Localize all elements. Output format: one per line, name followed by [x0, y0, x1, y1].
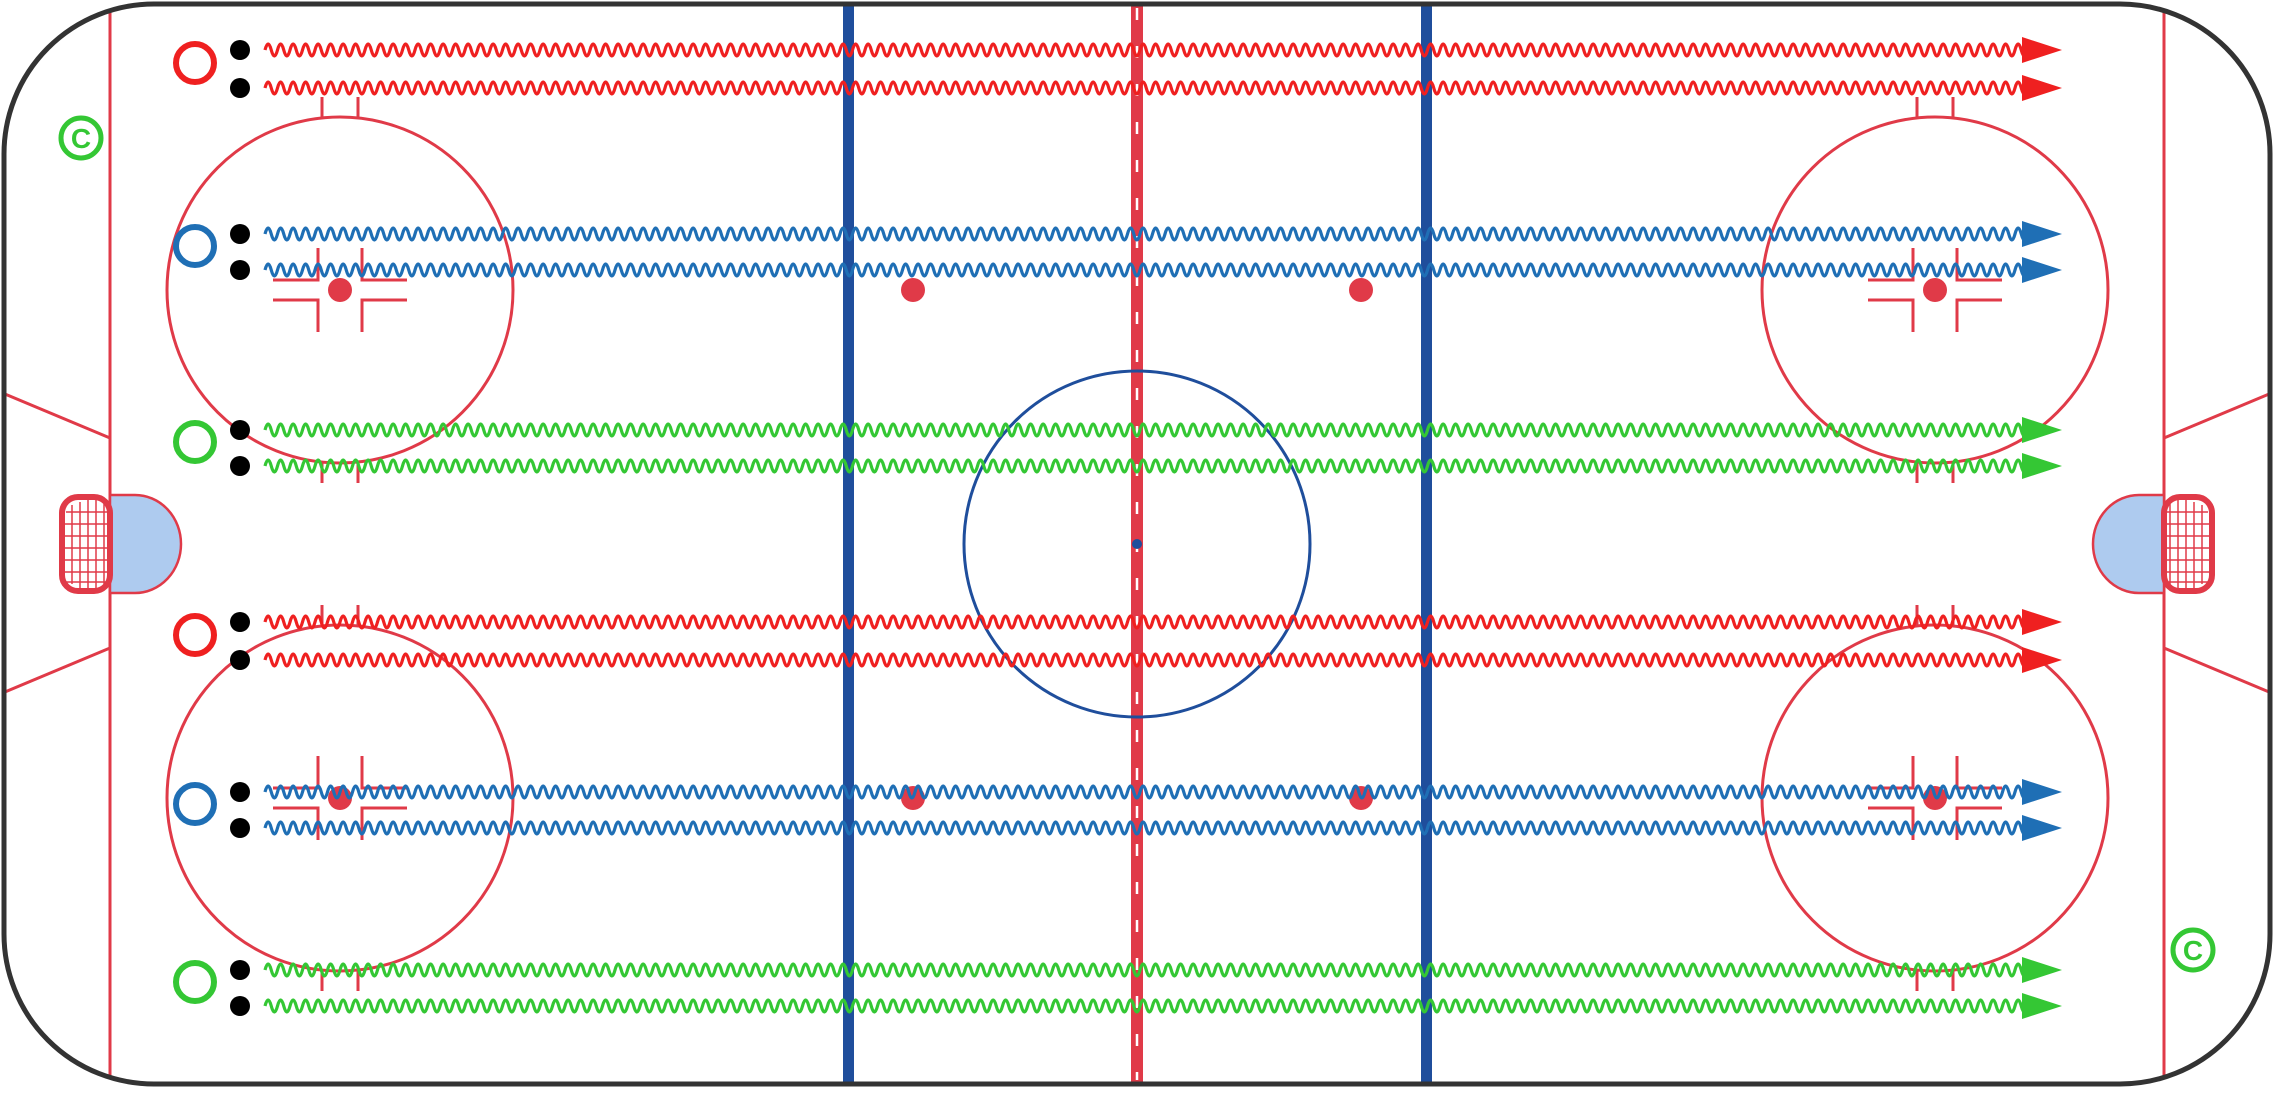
- arrow-head-icon: [2022, 221, 2062, 247]
- player-dot: [230, 78, 250, 98]
- lane-start-marker: [173, 420, 217, 464]
- coach-icon: C: [58, 115, 104, 161]
- faceoff-dot: [1923, 278, 1947, 302]
- left-goal-crease: [108, 493, 183, 595]
- skating-path: [263, 80, 2030, 96]
- player-dot: [230, 650, 250, 670]
- arrow-head-icon: [2022, 779, 2062, 805]
- skating-path: [263, 820, 2030, 836]
- arrow-head-icon: [2022, 75, 2062, 101]
- lane-start-marker: [173, 224, 217, 268]
- lane-red: [173, 609, 2062, 673]
- skating-path: [263, 226, 2030, 242]
- arrow-head-icon: [2022, 815, 2062, 841]
- left-goal-frame: [59, 494, 113, 594]
- lane-blue: [173, 779, 2062, 841]
- arrow-head-icon: [2022, 957, 2062, 983]
- center-faceoff-dot: [1132, 539, 1142, 549]
- skating-path: [263, 784, 2030, 800]
- neutral-dot-top-left: [901, 278, 925, 302]
- skating-path: [263, 614, 2030, 630]
- arrow-head-icon: [2022, 257, 2062, 283]
- skating-path: [263, 998, 2030, 1014]
- faceoff-circle: [1760, 97, 2110, 483]
- neutral-dot-top-right: [1349, 278, 1373, 302]
- arrow-head-icon: [2022, 417, 2062, 443]
- right-net: [2091, 493, 2215, 595]
- skating-path: [263, 42, 2030, 58]
- lane-red: [173, 37, 2062, 101]
- right-trapezoid-bottom: [2163, 646, 2270, 696]
- left-blue-line: [843, 4, 854, 1084]
- skating-path: [263, 652, 2030, 668]
- left-net: [59, 493, 183, 595]
- lane-green: [173, 417, 2062, 479]
- coach-icon-label: C: [71, 123, 91, 154]
- arrow-head-icon: [2022, 647, 2062, 673]
- left-trapezoid-top: [4, 390, 111, 440]
- skating-lanes: [173, 37, 2062, 1019]
- skating-path: [263, 422, 2030, 438]
- player-dot: [230, 224, 250, 244]
- skating-path: [263, 458, 2030, 474]
- player-dot: [230, 960, 250, 980]
- player-dot: [230, 456, 250, 476]
- arrow-head-icon: [2022, 37, 2062, 63]
- faceoff-circle: [165, 97, 515, 483]
- faceoff-dot: [328, 278, 352, 302]
- player-dot: [230, 996, 250, 1016]
- arrow-head-icon: [2022, 609, 2062, 635]
- player-dot: [230, 818, 250, 838]
- player-dot: [230, 260, 250, 280]
- player-dot: [230, 40, 250, 60]
- coach-icon: C: [2170, 927, 2216, 973]
- right-goal-frame: [2161, 494, 2215, 594]
- player-dot: [230, 420, 250, 440]
- arrow-head-icon: [2022, 453, 2062, 479]
- player-dot: [230, 782, 250, 802]
- skating-path: [263, 962, 2030, 978]
- lane-start-marker: [173, 41, 217, 85]
- lane-start-marker: [173, 960, 217, 1004]
- coach-icon-label: C: [2183, 935, 2203, 966]
- arrow-head-icon: [2022, 993, 2062, 1019]
- right-trapezoid-top: [2163, 390, 2270, 440]
- left-trapezoid-bottom: [4, 646, 111, 696]
- player-dot: [230, 612, 250, 632]
- right-goal-crease: [2091, 493, 2166, 595]
- center-faceoff-circle: [962, 369, 1312, 719]
- lane-green: [173, 957, 2062, 1019]
- lane-start-marker: [173, 782, 217, 826]
- lane-start-marker: [173, 613, 217, 657]
- right-blue-line: [1421, 4, 1432, 1084]
- skating-path: [263, 262, 2030, 278]
- lane-blue: [173, 221, 2062, 283]
